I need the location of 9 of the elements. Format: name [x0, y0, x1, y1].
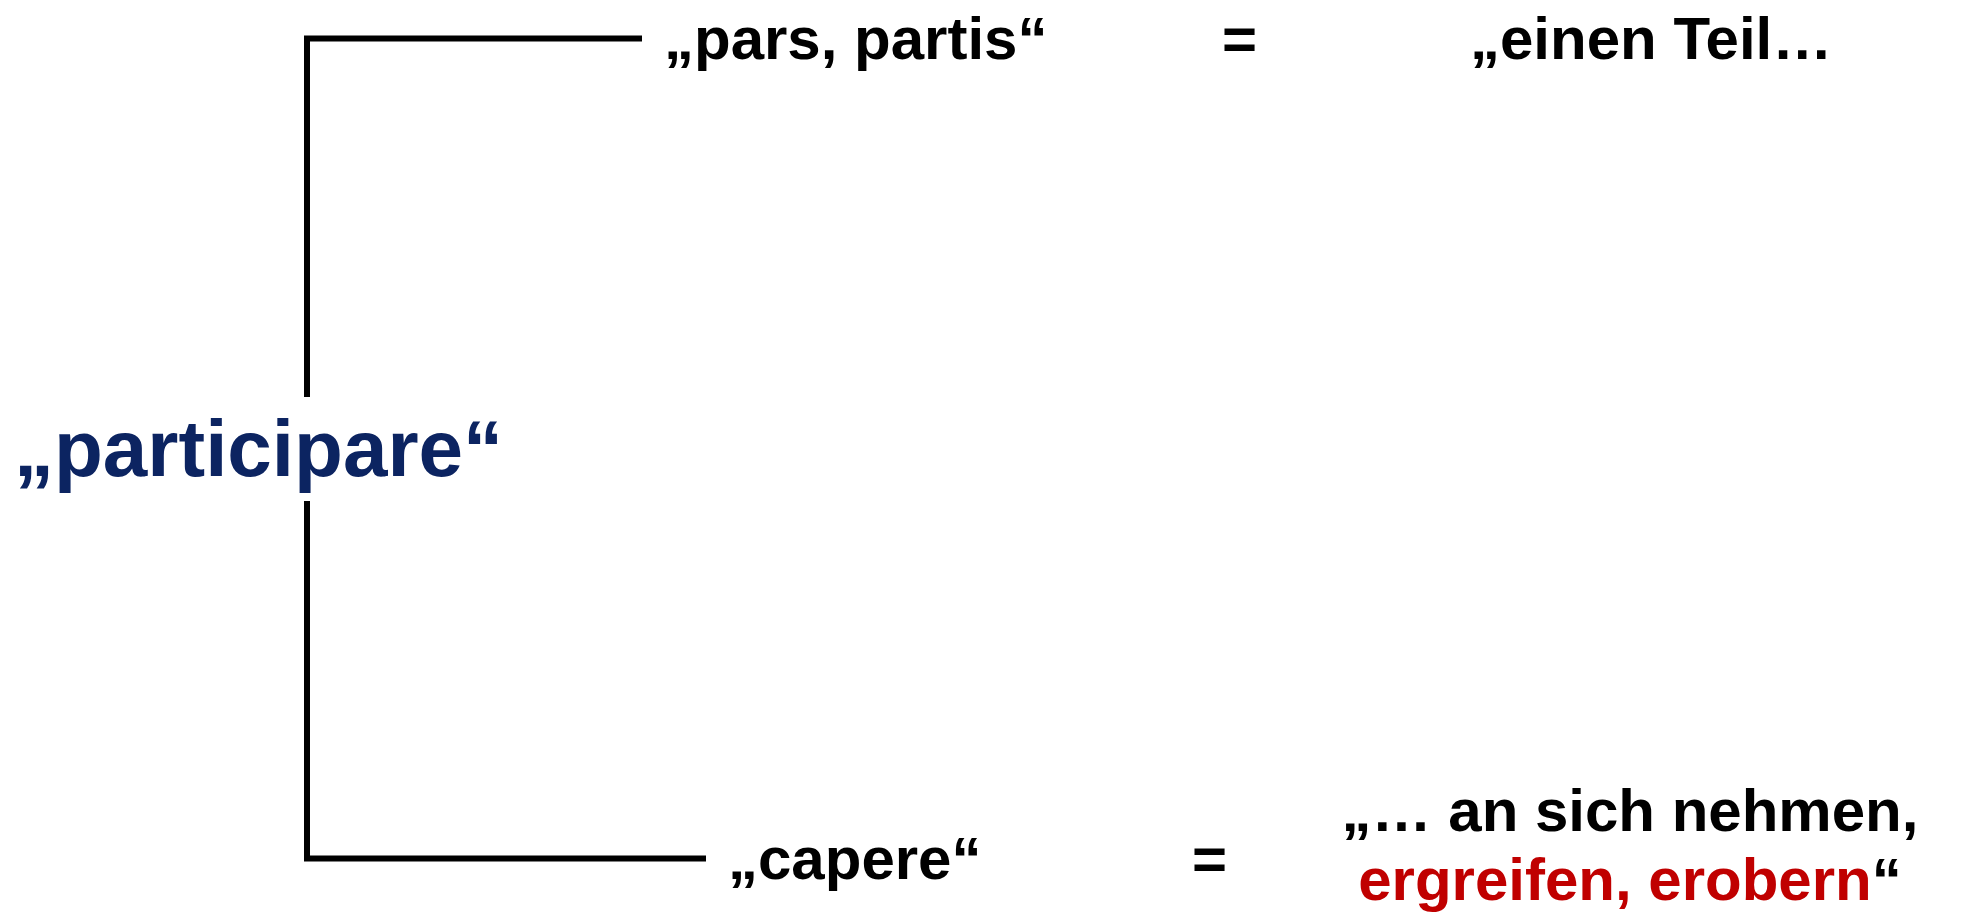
- bracket-line: [304, 501, 706, 862]
- root-word: „participare“: [14, 403, 504, 495]
- bracket-line: [304, 35, 642, 397]
- equals-sign: =: [1222, 4, 1258, 73]
- word-text: „capere“: [728, 824, 982, 893]
- word-text: „pars, partis“: [664, 4, 1048, 73]
- word-text: „… an sich nehmen, ergreifen, erobern“: [1282, 776, 1978, 914]
- word-text: „einen Teil…: [1470, 4, 1833, 73]
- equals-sign: =: [1192, 824, 1228, 893]
